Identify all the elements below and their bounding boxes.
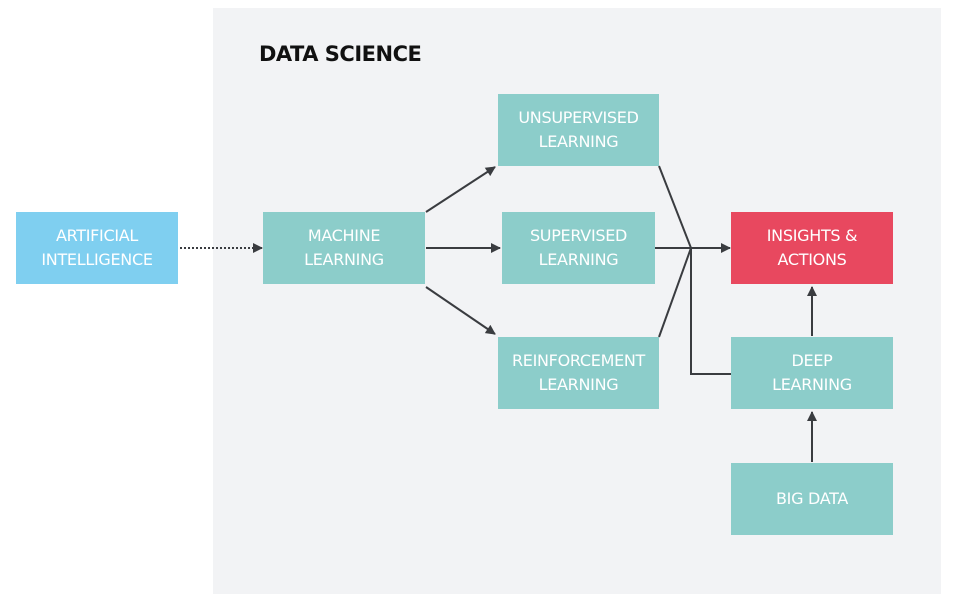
- node-big-data: BIG DATA: [731, 463, 893, 535]
- node-machine-learning: MACHINE LEARNING: [263, 212, 425, 284]
- node-label: ARTIFICIAL INTELLIGENCE: [41, 226, 153, 269]
- line-rl-merge: [658, 247, 692, 338]
- region-title: DATA SCIENCE: [259, 42, 422, 66]
- node-label: INSIGHTS & ACTIONS: [766, 226, 858, 269]
- node-deep-learning: DEEP LEARNING: [731, 337, 893, 409]
- node-label: MACHINE LEARNING: [304, 226, 384, 269]
- node-supervised-learning: SUPERVISED LEARNING: [502, 212, 655, 284]
- node-label: SUPERVISED LEARNING: [529, 226, 628, 269]
- line-ul-merge: [658, 165, 692, 249]
- line-dl-merge: [690, 248, 731, 375]
- node-label: DEEP LEARNING: [772, 351, 852, 394]
- node-label: UNSUPERVISED LEARNING: [518, 108, 639, 151]
- arrow-ml-to-rl: [425, 286, 496, 335]
- arrow-ml-to-ul: [425, 166, 496, 213]
- node-reinforcement-learning: REINFORCEMENT LEARNING: [498, 337, 659, 409]
- node-unsupervised-learning: UNSUPERVISED LEARNING: [498, 94, 659, 166]
- node-insights-actions: INSIGHTS & ACTIONS: [731, 212, 893, 284]
- node-label: BIG DATA: [776, 489, 848, 508]
- node-label: REINFORCEMENT LEARNING: [511, 351, 646, 394]
- node-artificial-intelligence: ARTIFICIAL INTELLIGENCE: [16, 212, 178, 284]
